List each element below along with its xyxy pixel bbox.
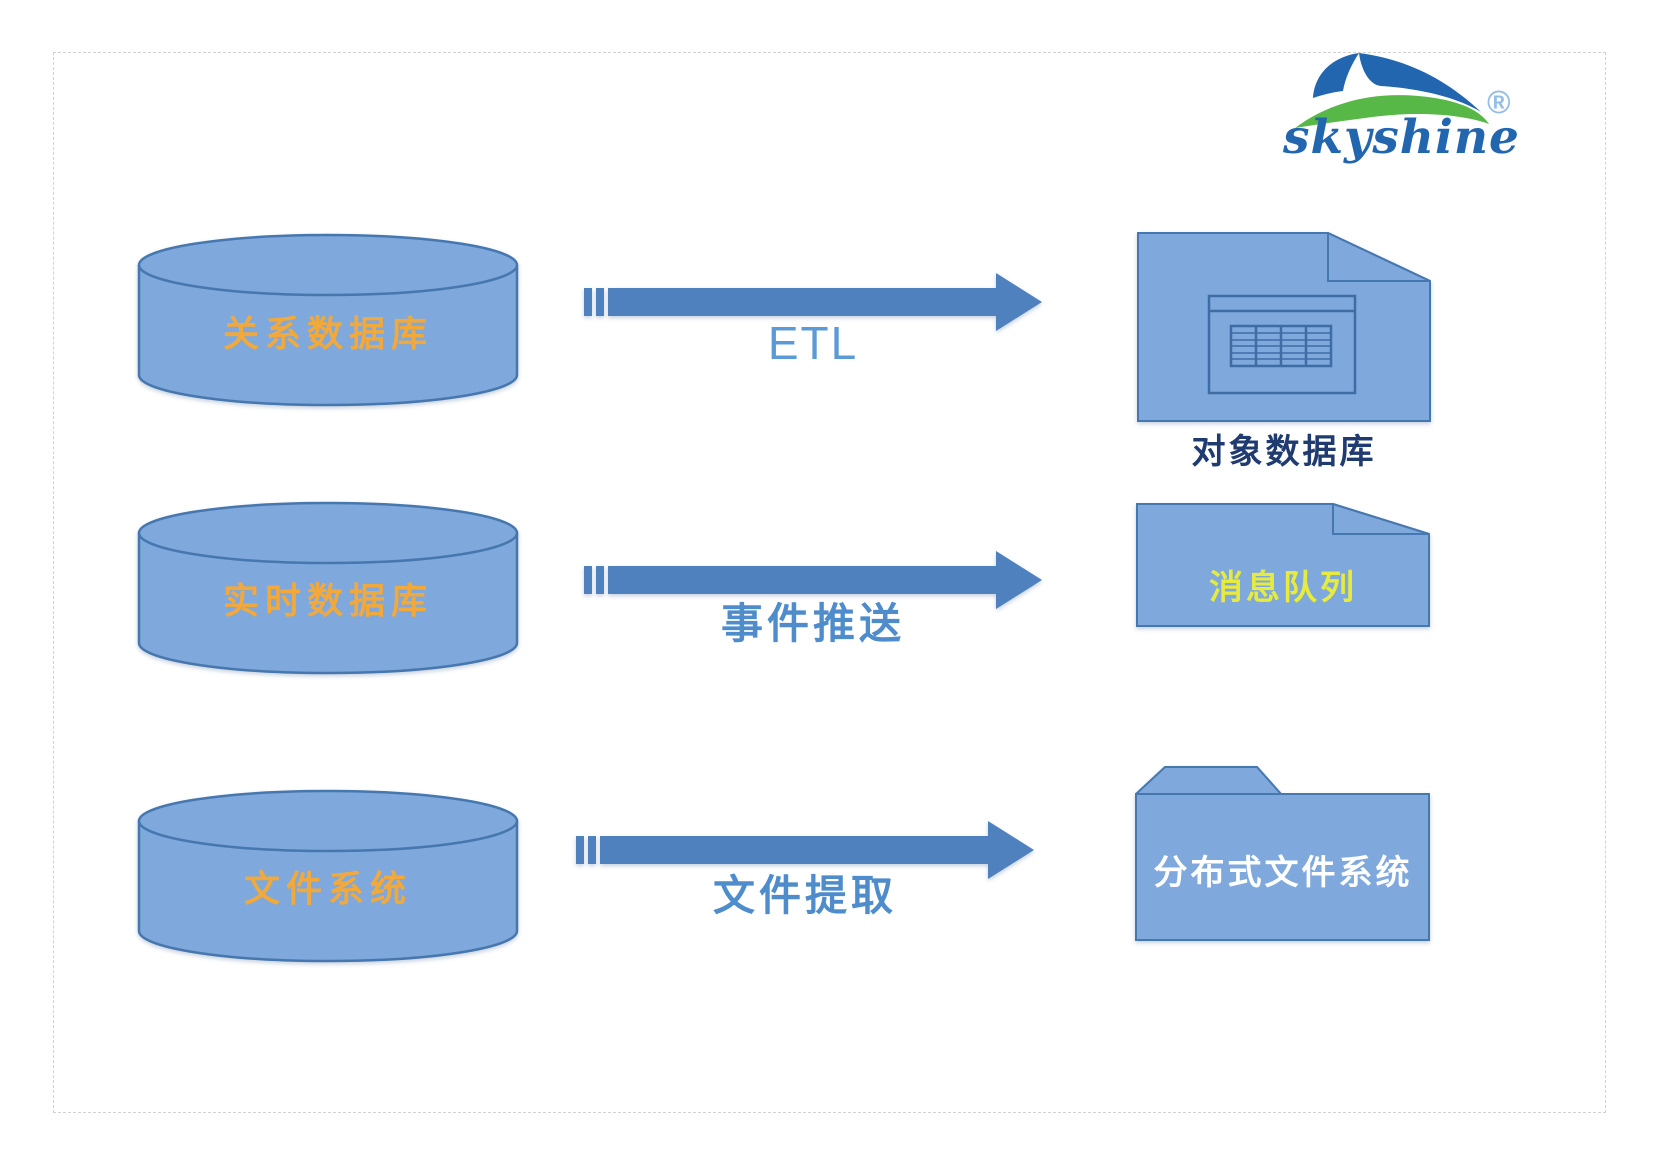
document-icon <box>1136 503 1430 627</box>
source-label-relational-db: 关系数据库 <box>222 313 433 354</box>
target-label-object-db: 对象数据库 <box>1191 433 1377 471</box>
table-window-icon <box>1207 294 1357 395</box>
process-label-file-extract: 文件提取 <box>712 872 897 919</box>
database-cylinder-icon <box>137 789 519 963</box>
striped-arrow-icon <box>584 551 1042 609</box>
document-with-table-icon <box>1137 232 1431 422</box>
source-label-file-system: 文件系统 <box>243 868 412 909</box>
source-label-realtime-db: 实时数据库 <box>222 580 433 621</box>
database-cylinder-icon <box>137 233 519 407</box>
logo-text: skyshine <box>1283 110 1520 165</box>
database-cylinder-icon <box>137 501 519 675</box>
logo-swoosh-icon <box>1295 53 1489 128</box>
striped-arrow-icon <box>576 821 1034 879</box>
striped-arrow-icon <box>584 273 1042 331</box>
process-label-etl: ETL <box>767 317 859 369</box>
target-label-distributed-fs: 分布式文件系统 <box>1153 854 1413 892</box>
registered-mark-icon: ® <box>1487 84 1511 120</box>
folder-icon <box>1135 766 1430 941</box>
target-label-message-queue: 消息队列 <box>1209 569 1357 607</box>
brand-logo: skyshine ® <box>1283 48 1528 173</box>
slide-border <box>53 52 1606 1113</box>
process-label-event-push: 事件推送 <box>720 600 905 647</box>
